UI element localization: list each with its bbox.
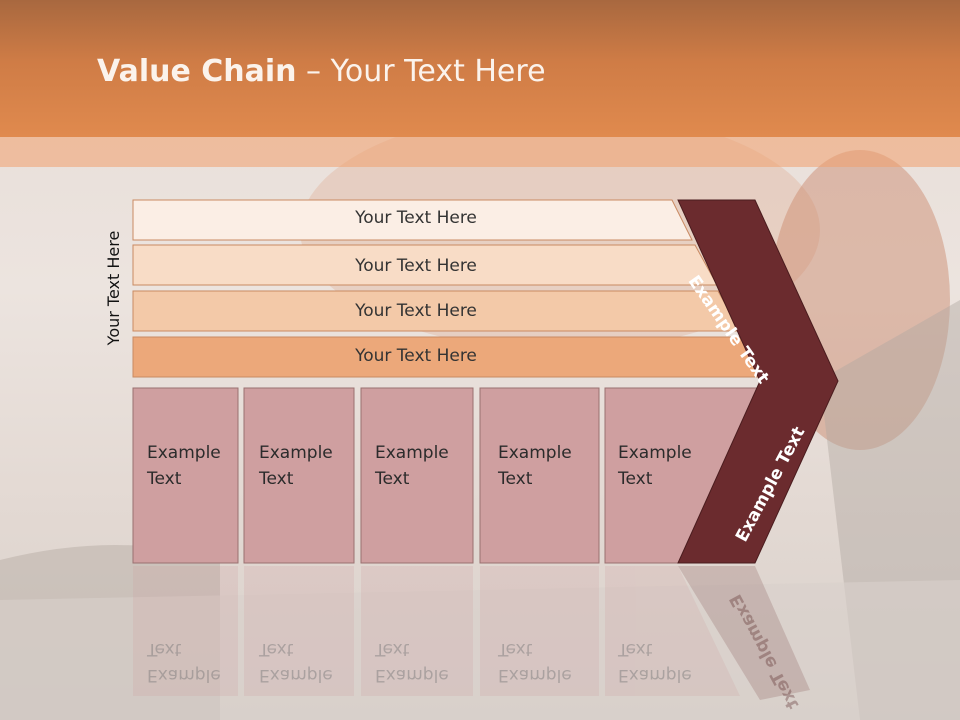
box-2-line1: Example	[259, 443, 333, 463]
box-reflect-4: Example Text	[498, 636, 572, 688]
box-reflect-5-line2: Text	[618, 639, 653, 659]
bar-1	[132, 199, 693, 241]
box-1-line1: Example	[147, 443, 221, 463]
header-band	[0, 137, 960, 167]
box-reflect-2: Example Text	[259, 636, 333, 688]
box-reflect-2-line1: Example	[259, 665, 333, 685]
title-rest: – Your Text Here	[296, 54, 546, 89]
header-bar	[0, 0, 960, 137]
title-bold: Value Chain	[97, 54, 297, 89]
box-reflect-4-line1: Example	[498, 665, 572, 685]
box-reflect-5-line1: Example	[618, 665, 692, 685]
box-reflect-3-line1: Example	[375, 665, 449, 685]
bar-label-3: Your Text Here	[355, 301, 477, 321]
box-3	[360, 387, 474, 564]
box-3-line1: Example	[375, 443, 449, 463]
box-reflect-1-line1: Example	[147, 665, 221, 685]
box-2	[243, 387, 355, 564]
box-reflect-3-line2: Text	[375, 639, 410, 659]
box-1	[132, 387, 239, 564]
boxes-reflection	[133, 566, 740, 696]
box-reflect-5: Example Text	[618, 636, 692, 688]
box-1-line2: Text	[147, 469, 182, 489]
bar-label-4: Your Text Here	[355, 346, 477, 366]
chevron-arrow	[677, 199, 839, 564]
bar-label-2: Your Text Here	[355, 256, 477, 276]
box-reflect-3: Example Text	[375, 636, 449, 688]
box-reflect-2-line2: Text	[259, 639, 294, 659]
box-4	[479, 387, 600, 564]
box-reflect-4-line2: Text	[498, 639, 533, 659]
bar-label-1: Your Text Here	[355, 208, 477, 228]
box-reflect-1: Example Text	[147, 636, 221, 688]
page-title: Value Chain – Your Text Here	[97, 54, 546, 89]
box-2-line2: Text	[259, 469, 294, 489]
box-reflect-1-line2: Text	[147, 639, 182, 659]
box-4-line2: Text	[498, 469, 533, 489]
chevron-reflection	[678, 566, 810, 700]
box-5-line1: Example	[618, 443, 692, 463]
box-3-line2: Text	[375, 469, 410, 489]
box-4-line1: Example	[498, 443, 572, 463]
box-5-line2: Text	[618, 469, 653, 489]
